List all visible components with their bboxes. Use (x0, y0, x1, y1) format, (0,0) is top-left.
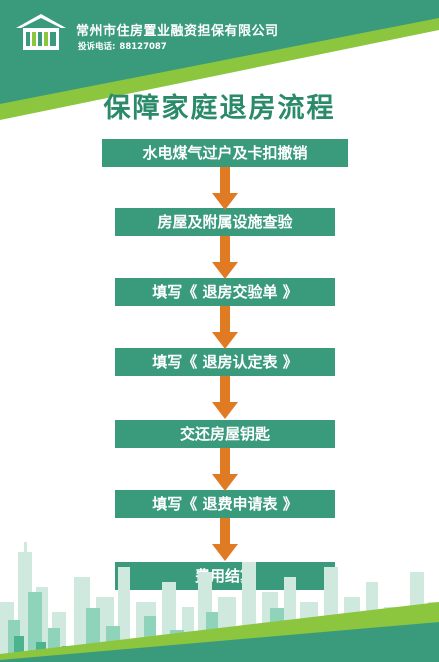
house-logo-icon (16, 14, 66, 50)
city-skyline (0, 542, 439, 662)
company-name: 常州市住房置业融资担保有限公司 (76, 24, 279, 39)
arrow-down-icon (212, 448, 238, 491)
hotline-number: 88127087 (119, 42, 167, 52)
header-background (0, 0, 439, 120)
flow-step-3: 填写《 退房交验单 》 (115, 278, 335, 306)
flow-step-2: 房屋及附属设施查验 (115, 208, 335, 236)
arrow-down-icon (212, 518, 238, 561)
complaint-hotline: 投诉电话:88127087 (78, 40, 167, 52)
arrow-down-icon (212, 306, 238, 349)
arrow-down-icon (212, 376, 238, 419)
hotline-label: 投诉电话: (78, 42, 116, 52)
flow-step-6: 填写《 退费申请表 》 (115, 490, 335, 518)
flow-step-5: 交还房屋钥匙 (115, 420, 335, 448)
flow-step-1: 水电煤气过户及卡扣撤销 (102, 139, 348, 167)
arrow-down-icon (212, 167, 238, 210)
arrow-down-icon (212, 236, 238, 279)
page-title: 保障家庭退房流程 (103, 93, 336, 124)
flow-step-4: 填写《 退房认定表 》 (115, 348, 335, 376)
